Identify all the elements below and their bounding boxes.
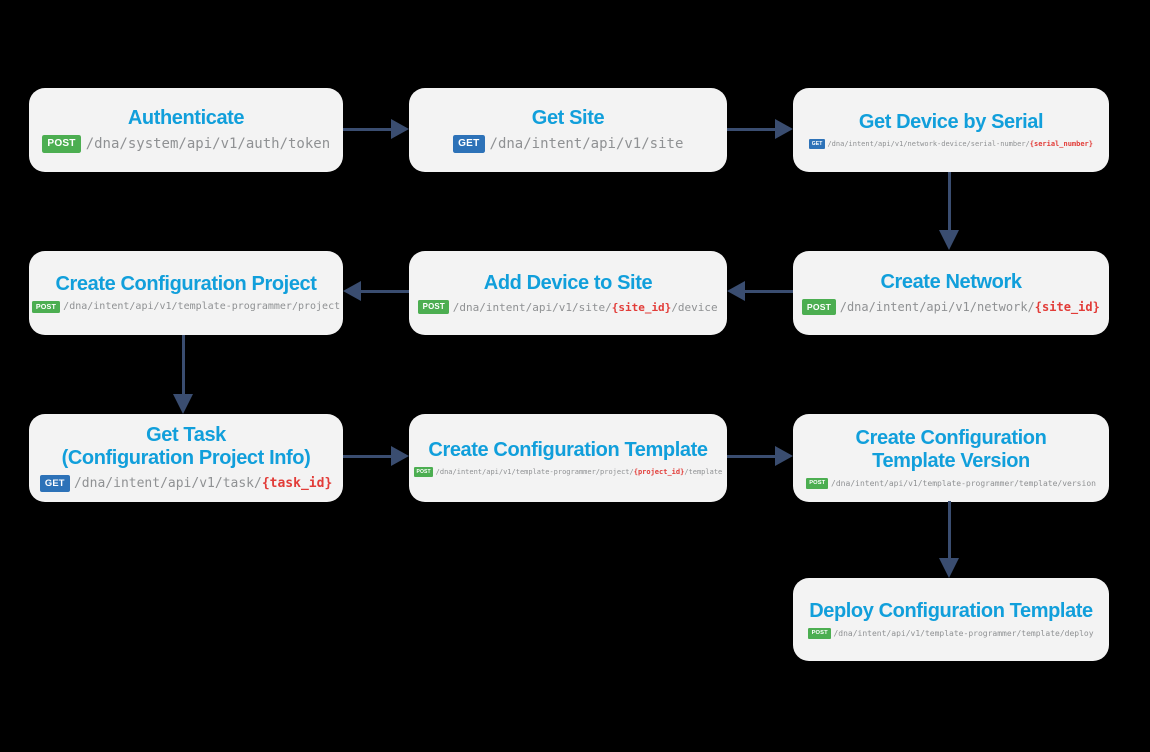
node-get-device-by-serial: Get Device by Serial GET /dna/intent/api…: [793, 88, 1109, 172]
node-title: Create Configuration Template: [428, 439, 708, 462]
endpoint: POST /dna/intent/api/v1/network/{site_id…: [802, 299, 1100, 315]
path-param: {project_id}: [633, 467, 685, 476]
node-authenticate: Authenticate POST /dna/system/api/v1/aut…: [29, 88, 343, 172]
node-title: Deploy Configuration Template: [809, 600, 1093, 623]
arrow-create-network-to-add-device-to-site-icon: [727, 281, 793, 301]
api-path: /dna/intent/api/v1/network/{site_id}: [839, 299, 1100, 314]
node-create-configuration-template: Create Configuration Template POST /dna/…: [409, 414, 727, 502]
http-method-badge: POST: [806, 478, 829, 489]
endpoint: POST /dna/intent/api/v1/template-program…: [808, 628, 1094, 639]
node-deploy-configuration-template: Deploy Configuration Template POST /dna/…: [793, 578, 1109, 661]
api-path: /dna/system/api/v1/auth/token: [85, 136, 331, 152]
arrow-create-configuration-template-to-version-icon: [727, 446, 793, 466]
arrow-add-device-to-site-to-create-configuration-project-icon: [343, 281, 409, 301]
arrow-get-task-to-create-configuration-template-icon: [343, 446, 409, 466]
http-method-badge: POST: [31, 300, 60, 314]
http-method-badge: POST: [41, 134, 82, 154]
http-method-badge: POST: [808, 628, 831, 639]
http-method-badge: GET: [809, 139, 826, 149]
api-path: /dna/intent/api/v1/task/{task_id}: [73, 476, 333, 491]
path-param: {site_id}: [611, 300, 672, 314]
node-title: Create Configuration Template Version: [855, 427, 1047, 473]
http-method-badge: GET: [452, 134, 485, 154]
node-title: Get Site: [531, 106, 605, 129]
api-path: /dna/intent/api/v1/template-programmer/p…: [435, 467, 723, 476]
path-param: {task_id}: [261, 476, 333, 491]
node-get-site: Get Site GET /dna/intent/api/v1/site: [409, 88, 727, 172]
node-title: Get Device by Serial: [858, 111, 1044, 134]
arrow-get-site-to-get-device-by-serial-icon: [727, 119, 793, 139]
api-path: /dna/intent/api/v1/template-programmer/t…: [831, 479, 1096, 488]
endpoint: POST /dna/intent/api/v1/template-program…: [806, 478, 1096, 489]
node-title: Authenticate: [127, 106, 245, 129]
node-title: Get Task (Configuration Project Info): [61, 424, 311, 470]
http-method-badge: POST: [802, 299, 836, 315]
node-create-network: Create Network POST /dna/intent/api/v1/n…: [793, 251, 1109, 335]
arrow-authenticate-to-get-site-icon: [343, 119, 409, 139]
node-add-device-to-site: Add Device to Site POST /dna/intent/api/…: [409, 251, 727, 335]
http-method-badge: POST: [413, 467, 434, 477]
endpoint: POST /dna/intent/api/v1/template-program…: [31, 300, 341, 314]
api-path: /dna/intent/api/v1/template-programmer/p…: [63, 301, 341, 313]
path-param: {site_id}: [1034, 299, 1100, 314]
node-title: Create Network: [880, 271, 1022, 294]
node-title: Add Device to Site: [483, 271, 653, 294]
arrow-get-device-by-serial-to-create-network-icon: [939, 172, 959, 250]
arrow-version-to-deploy-configuration-template-icon: [939, 501, 959, 578]
api-path: /dna/intent/api/v1/template-programmer/t…: [833, 629, 1094, 638]
endpoint: GET /dna/intent/api/v1/site: [452, 134, 684, 154]
node-get-task: Get Task (Configuration Project Info) GE…: [29, 414, 343, 502]
endpoint: GET /dna/intent/api/v1/network-device/se…: [809, 139, 1093, 149]
node-create-configuration-template-version: Create Configuration Template Version PO…: [793, 414, 1109, 502]
api-path: /dna/intent/api/v1/network-device/serial…: [827, 139, 1093, 148]
http-method-badge: POST: [418, 299, 450, 315]
endpoint: POST /dna/intent/api/v1/site/{site_id}/d…: [418, 299, 718, 315]
endpoint: GET /dna/intent/api/v1/task/{task_id}: [39, 475, 333, 492]
api-path: /dna/intent/api/v1/site/{site_id}/device: [452, 300, 718, 314]
arrow-create-configuration-project-to-get-task-icon: [173, 335, 193, 414]
endpoint: POST /dna/intent/api/v1/template-program…: [413, 467, 723, 477]
node-create-configuration-project: Create Configuration Project POST /dna/i…: [29, 251, 343, 335]
api-path: /dna/intent/api/v1/site: [489, 136, 684, 152]
endpoint: POST /dna/system/api/v1/auth/token: [41, 134, 331, 154]
path-param: {serial_number}: [1029, 139, 1093, 148]
http-method-badge: GET: [39, 475, 70, 492]
node-title: Create Configuration Project: [55, 272, 317, 295]
